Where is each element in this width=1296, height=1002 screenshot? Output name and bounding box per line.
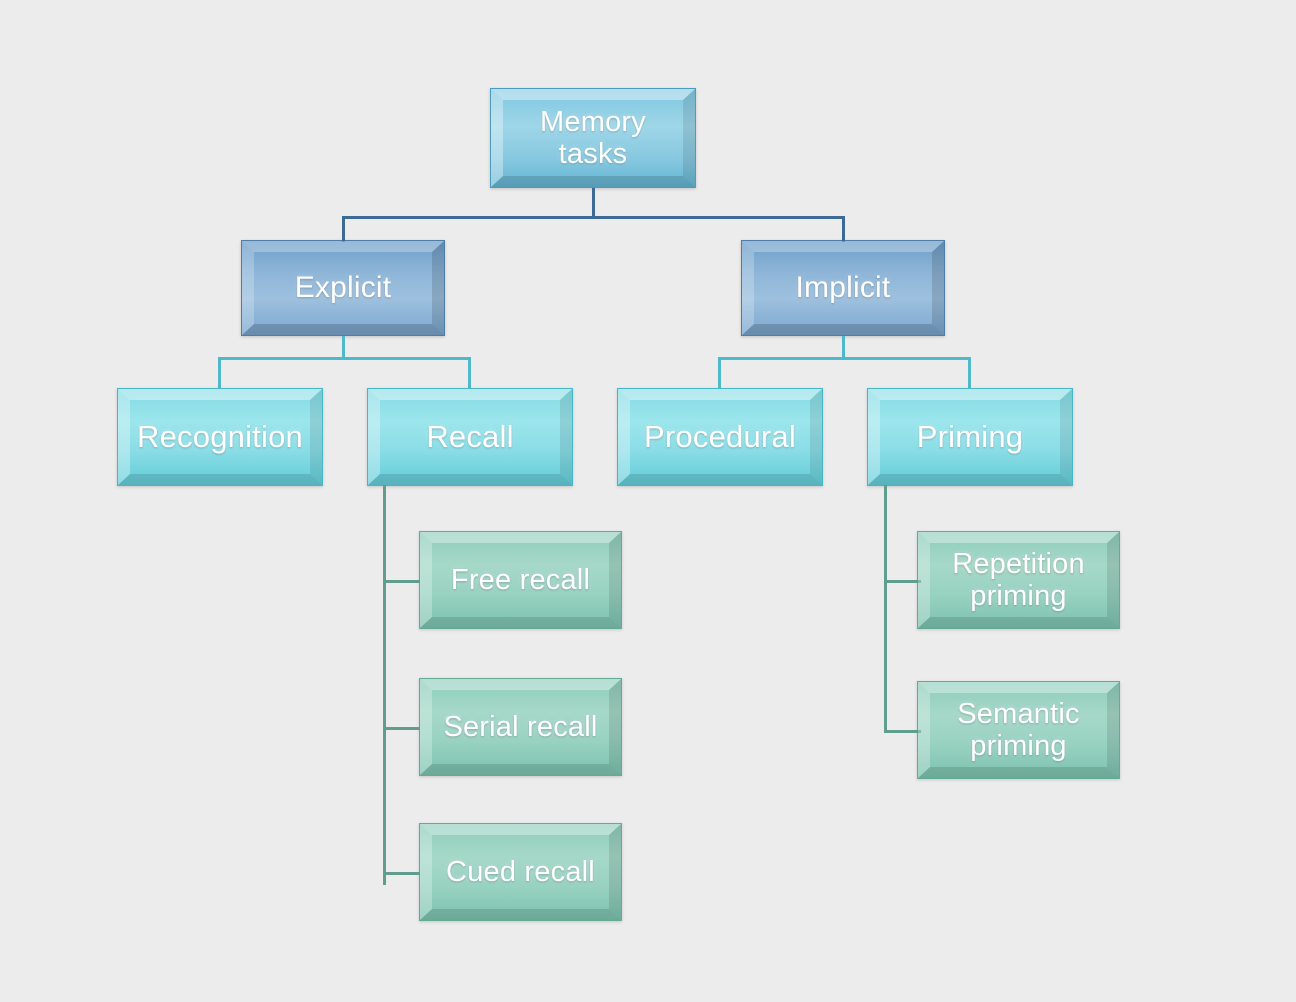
node-label-priming: Priming xyxy=(916,418,1024,454)
connector-explicit-to-recall xyxy=(468,357,471,389)
node-free-recall[interactable]: Free recall xyxy=(419,531,622,629)
connector-explicit-stem xyxy=(342,336,345,360)
connector-recall-spine xyxy=(383,485,386,885)
node-explicit[interactable]: Explicit xyxy=(241,240,445,336)
node-recall[interactable]: Recall xyxy=(367,388,573,486)
connector-priming-to-repetition xyxy=(884,580,921,583)
node-label-free-recall: Free recall xyxy=(450,563,591,596)
node-implicit[interactable]: Implicit xyxy=(741,240,945,336)
node-label-repetition-priming: Repetition priming xyxy=(952,547,1085,612)
node-procedural[interactable]: Procedural xyxy=(617,388,823,486)
node-memory-tasks[interactable]: Memory tasks xyxy=(490,88,696,188)
connector-recall-to-free-recall xyxy=(383,580,420,583)
connector-root-to-implicit xyxy=(842,216,845,242)
connector-implicit-stem xyxy=(842,336,845,360)
connector-implicit-to-procedural xyxy=(718,357,721,389)
connector-explicit-bar xyxy=(218,357,471,360)
node-label-semantic-priming: Semantic priming xyxy=(957,697,1080,762)
node-label-recognition: Recognition xyxy=(137,418,303,454)
connector-implicit-to-priming xyxy=(968,357,971,389)
connector-priming-spine xyxy=(884,485,887,733)
connector-root-stem xyxy=(592,188,595,218)
connector-priming-to-semantic xyxy=(884,730,921,733)
node-semantic-priming[interactable]: Semantic priming xyxy=(917,681,1120,779)
connector-root-to-explicit xyxy=(342,216,345,242)
node-serial-recall[interactable]: Serial recall xyxy=(419,678,622,776)
node-label-explicit: Explicit xyxy=(294,271,392,305)
node-label-procedural: Procedural xyxy=(644,418,796,454)
node-recognition[interactable]: Recognition xyxy=(117,388,323,486)
connector-explicit-to-recognition xyxy=(218,357,221,389)
node-cued-recall[interactable]: Cued recall xyxy=(419,823,622,921)
node-label-recall: Recall xyxy=(426,418,514,454)
connector-recall-to-cued-recall xyxy=(383,872,420,875)
connector-implicit-bar xyxy=(718,357,971,360)
connector-root-bar xyxy=(342,216,845,219)
node-label-implicit: Implicit xyxy=(795,271,891,305)
node-label-serial-recall: Serial recall xyxy=(443,710,598,743)
node-priming[interactable]: Priming xyxy=(867,388,1073,486)
connector-recall-to-serial-recall xyxy=(383,727,420,730)
node-label-cued-recall: Cued recall xyxy=(446,855,595,888)
node-repetition-priming[interactable]: Repetition priming xyxy=(917,531,1120,629)
node-label-memory-tasks: Memory tasks xyxy=(540,105,646,170)
